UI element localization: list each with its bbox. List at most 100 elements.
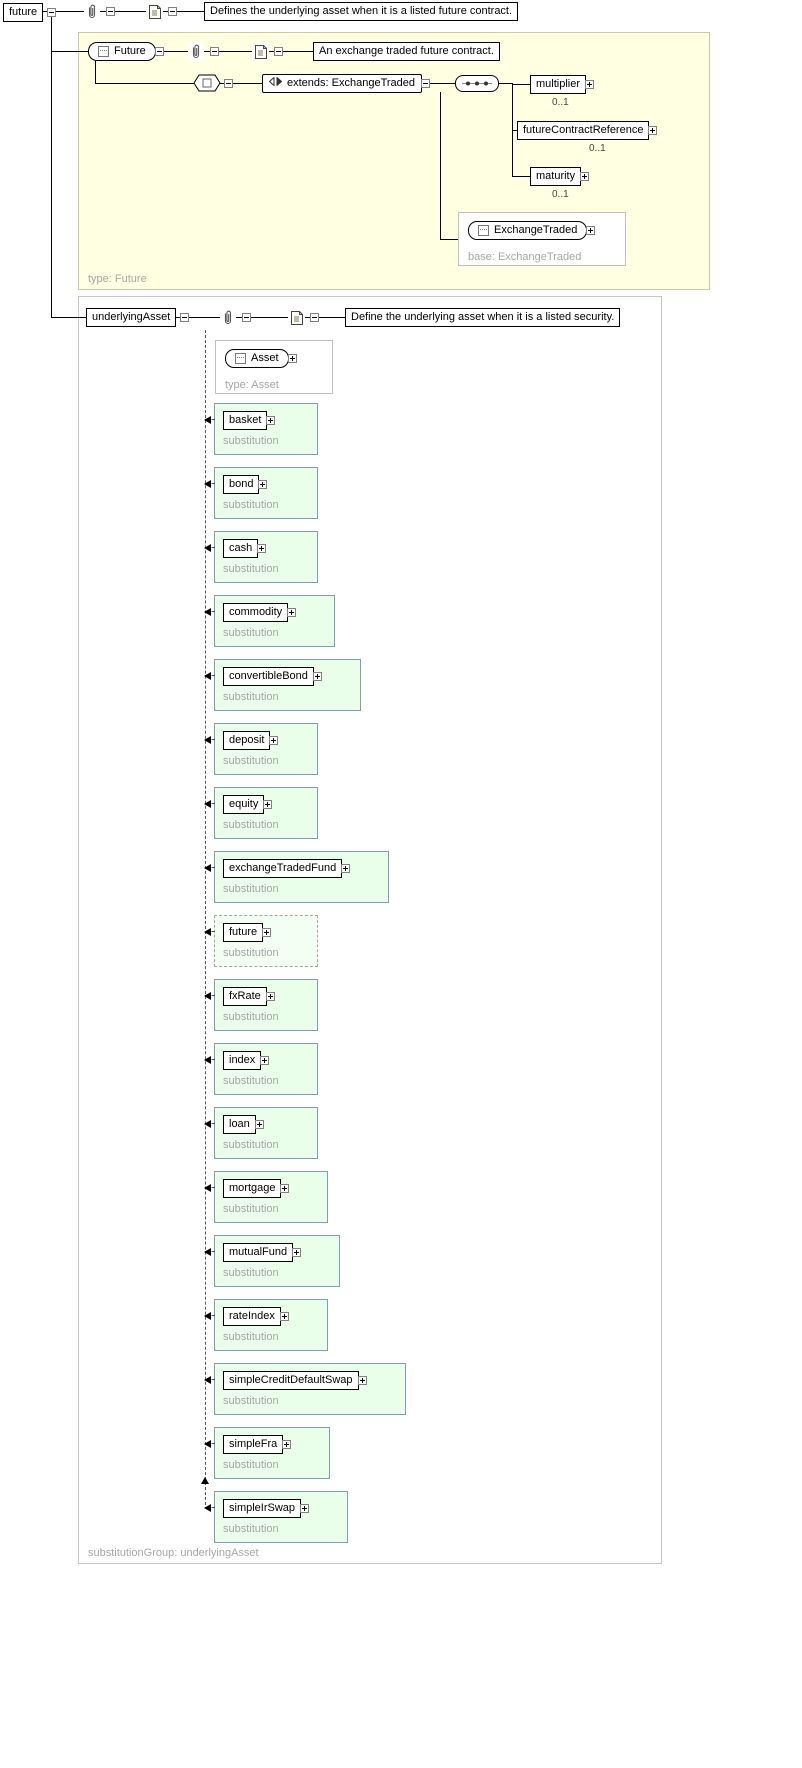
expand-toggle[interactable] [585, 80, 595, 89]
asset-type-box[interactable]: Asset [225, 349, 289, 368]
collapse-toggle[interactable] [210, 47, 219, 56]
substitution-element-box[interactable]: simpleCreditDefaultSwap [223, 1371, 359, 1390]
collapse-toggle[interactable] [47, 8, 57, 17]
expand-toggle[interactable] [260, 1056, 270, 1065]
multiplier-element-box[interactable]: multiplier [530, 75, 587, 94]
substitution-item[interactable]: future substitution [204, 915, 318, 967]
substitution-item[interactable]: rateIndex substitution [204, 1299, 328, 1351]
collapse-toggle[interactable] [421, 79, 431, 88]
substitution-element-box[interactable]: cash [223, 539, 259, 558]
sequence-icon[interactable] [455, 75, 499, 92]
substitution-item[interactable]: bond substitution [204, 467, 318, 519]
substitution-element-box[interactable]: future [223, 923, 264, 942]
substitution-element-box[interactable]: basket [223, 411, 268, 430]
expand-toggle[interactable] [263, 800, 273, 809]
substitution-item[interactable]: cash substitution [204, 531, 318, 583]
extension-label: extends: ExchangeTraded [287, 77, 416, 89]
expand-toggle[interactable] [586, 226, 596, 235]
substitution-item[interactable]: fxRate substitution [204, 979, 318, 1031]
collapse-toggle[interactable] [168, 7, 177, 16]
substitution-element-box[interactable]: loan [223, 1115, 256, 1134]
substitution-element-box[interactable]: equity [223, 795, 265, 814]
documentation-text: Defines the underlying asset when it is … [204, 2, 519, 21]
expand-toggle[interactable] [254, 1120, 264, 1129]
future-type-box[interactable]: Future [88, 42, 156, 61]
substitution-caption: substitution [223, 883, 279, 895]
expand-toggle[interactable] [258, 480, 268, 489]
collapse-toggle[interactable] [310, 313, 319, 322]
expand-toggle[interactable] [287, 354, 297, 363]
substitution-item[interactable]: equity substitution [204, 787, 318, 839]
maturity-element-box[interactable]: maturity [530, 167, 582, 186]
expand-toggle[interactable] [262, 928, 272, 937]
expand-toggle[interactable] [279, 1312, 289, 1321]
collapse-toggle[interactable] [224, 79, 233, 88]
complextype-icon [478, 225, 489, 236]
substitution-item[interactable]: mortgage substitution [204, 1171, 329, 1223]
substitution-group-line [205, 330, 206, 1505]
substitution-item[interactable]: simpleCreditDefaultSwap substitution [204, 1363, 406, 1415]
underlyingasset-element-box[interactable]: underlyingAsset [86, 308, 177, 327]
expand-toggle[interactable] [257, 544, 267, 553]
substitution-arrow-icon [204, 864, 215, 872]
expand-toggle[interactable] [341, 864, 351, 873]
expand-toggle[interactable] [280, 1184, 290, 1193]
substitution-element-box[interactable]: fxRate [223, 987, 267, 1006]
collapse-toggle[interactable] [242, 313, 251, 322]
exchangetraded-base: ExchangeTraded [468, 221, 596, 240]
substitution-item[interactable]: exchangeTradedFund substitution [204, 851, 390, 903]
substitution-element-box[interactable]: deposit [223, 731, 271, 750]
substitution-element-box[interactable]: rateIndex [223, 1307, 281, 1326]
substitution-item[interactable]: simpleFra substitution [204, 1427, 331, 1479]
substitution-element-box[interactable]: commodity [223, 603, 289, 622]
substitution-caption: substitution [223, 1267, 279, 1279]
collapse-toggle[interactable] [274, 47, 283, 56]
future-element-box[interactable]: future [3, 3, 44, 22]
expand-toggle[interactable] [357, 1376, 367, 1385]
substitution-item[interactable]: convertibleBond substitution [204, 659, 361, 711]
maturity-element: maturity [530, 167, 590, 186]
collapse-toggle[interactable] [180, 313, 190, 322]
substitution-item[interactable]: index substitution [204, 1043, 318, 1095]
expand-toggle[interactable] [580, 172, 590, 181]
complextype-icon [98, 46, 109, 57]
expand-toggle[interactable] [648, 126, 658, 135]
substitution-item[interactable]: deposit substitution [204, 723, 318, 775]
extension: extends: ExchangeTraded [262, 74, 431, 93]
substitution-arrow-icon [204, 928, 215, 936]
asset-type-label: Asset [251, 352, 279, 364]
collapse-toggle[interactable] [106, 7, 115, 16]
base-caption: base: ExchangeTraded [468, 251, 582, 263]
substitution-arrow-icon [204, 1504, 215, 1512]
expand-toggle[interactable] [265, 992, 275, 1001]
expand-toggle[interactable] [266, 416, 276, 425]
substitution-arrow-icon [204, 1312, 215, 1320]
substitution-element-box[interactable]: exchangeTradedFund [223, 859, 343, 878]
substitution-element-box[interactable]: simpleFra [223, 1435, 284, 1454]
expand-toggle[interactable] [312, 672, 322, 681]
substitution-element-box[interactable]: bond [223, 475, 260, 494]
futurecontractreference-element-box[interactable]: futureContractReference [517, 121, 650, 140]
expand-toggle[interactable] [269, 736, 279, 745]
substitution-item[interactable]: commodity substitution [204, 595, 336, 647]
type-caption: type: Future [88, 273, 147, 285]
substitution-element-box[interactable]: simpleIrSwap [223, 1499, 302, 1518]
annotation-paperclip-icon [84, 2, 100, 21]
expand-toggle[interactable] [282, 1440, 292, 1449]
expand-toggle[interactable] [292, 1248, 302, 1257]
substitution-element-box[interactable]: index [223, 1051, 262, 1070]
expand-toggle[interactable] [300, 1504, 310, 1513]
substitution-item[interactable]: mutualFund substitution [204, 1235, 341, 1287]
exchangetraded-type-box[interactable]: ExchangeTraded [468, 221, 588, 240]
substitution-element-box[interactable]: convertibleBond [223, 667, 314, 686]
substitution-group-caption: substitutionGroup: underlyingAsset [88, 1547, 259, 1559]
substitution-item[interactable]: basket substitution [204, 403, 318, 455]
extension-box[interactable]: extends: ExchangeTraded [262, 74, 423, 93]
complex-content-icon[interactable] [193, 74, 221, 92]
collapse-toggle[interactable] [154, 47, 164, 56]
substitution-item[interactable]: loan substitution [204, 1107, 318, 1159]
expand-toggle[interactable] [287, 608, 297, 617]
substitution-element-box[interactable]: mortgage [223, 1179, 282, 1198]
substitution-element-box[interactable]: mutualFund [223, 1243, 294, 1262]
substitution-item[interactable]: simpleIrSwap substitution [204, 1491, 349, 1543]
